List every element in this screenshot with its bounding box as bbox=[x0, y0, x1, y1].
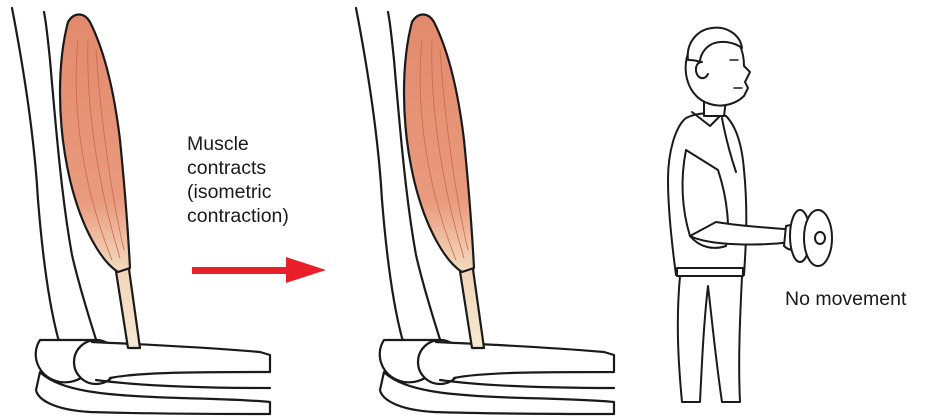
contraction-label-line: Muscle bbox=[187, 132, 337, 156]
person-holding-dumbbell-illustration bbox=[668, 28, 832, 402]
contraction-label: Muscle contracts (isometric contraction) bbox=[187, 132, 337, 228]
contraction-label-line: (isometric bbox=[187, 180, 337, 204]
no-movement-label: No movement bbox=[785, 287, 906, 311]
right-arrow-icon bbox=[192, 257, 326, 283]
contraction-label-line: contracts bbox=[187, 156, 337, 180]
contraction-label-line: contraction) bbox=[187, 204, 337, 228]
arm-muscle-after bbox=[356, 8, 614, 414]
